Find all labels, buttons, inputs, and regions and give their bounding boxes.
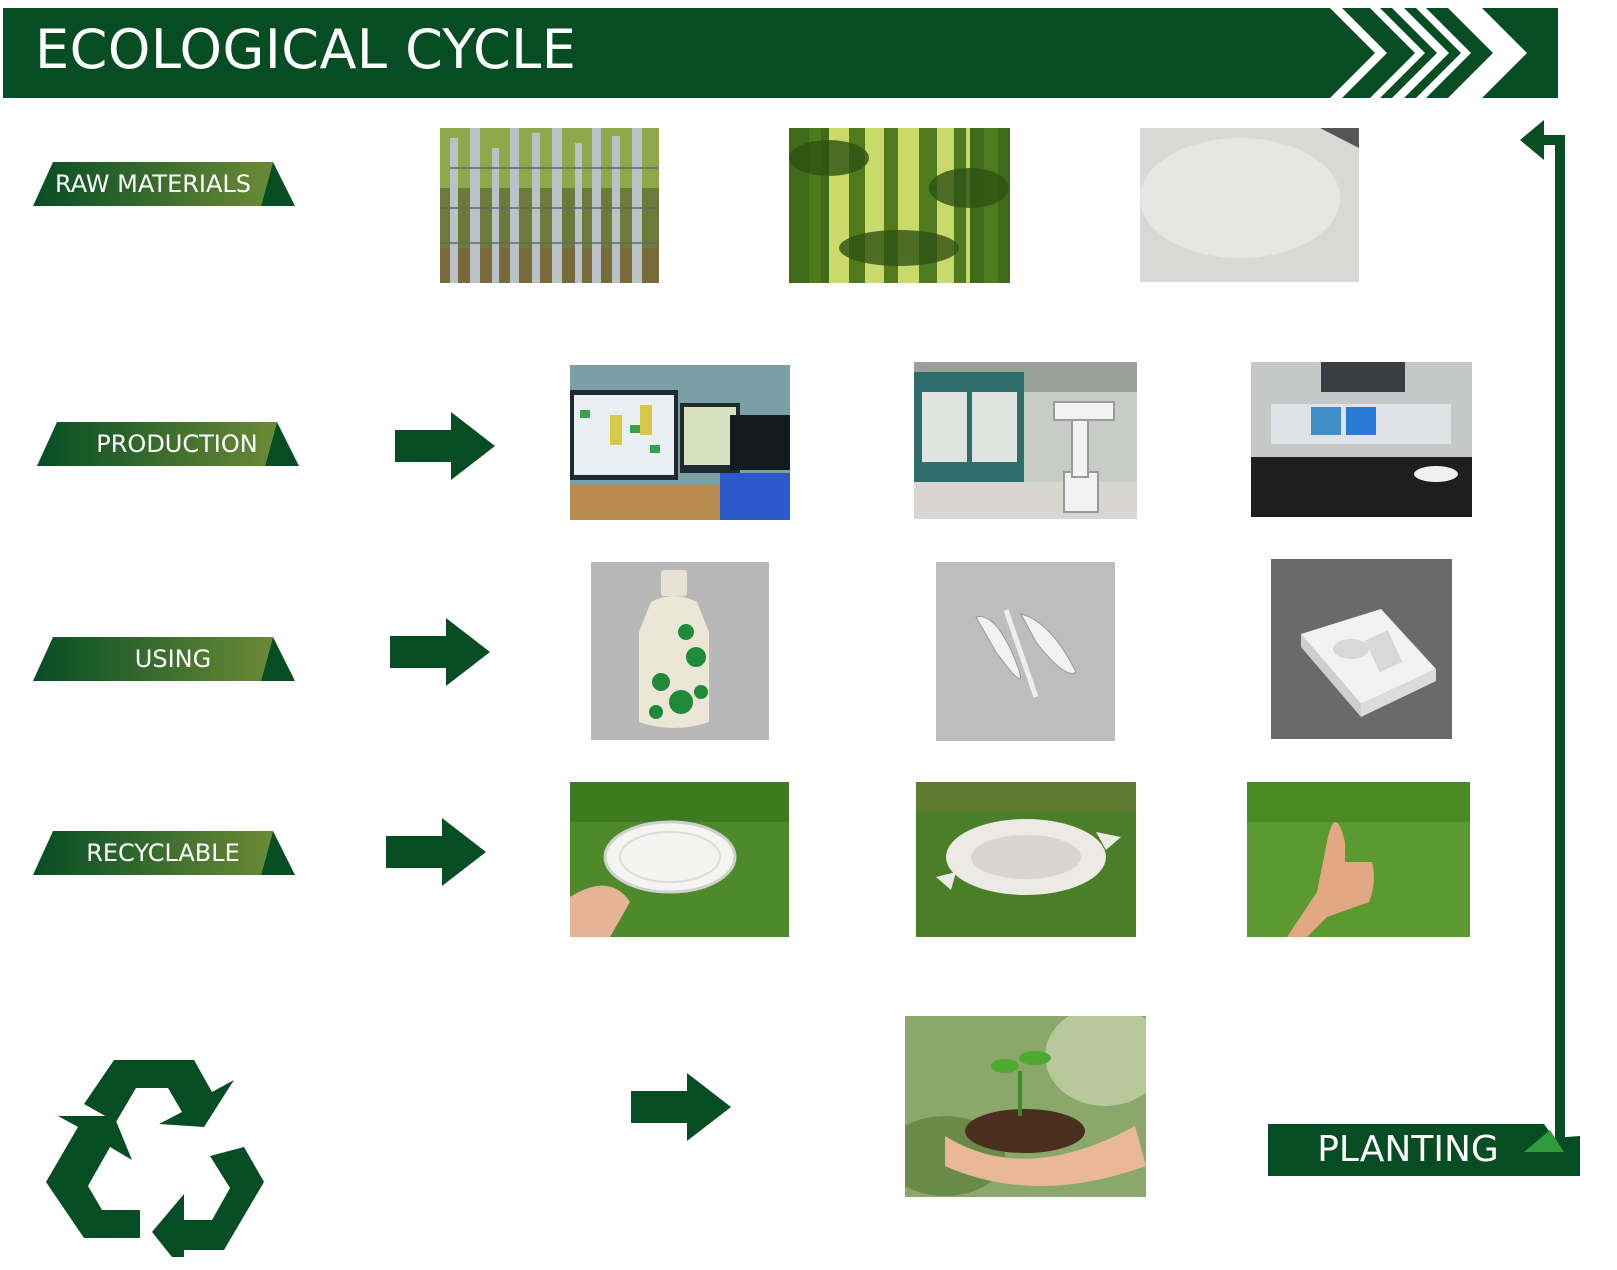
header-banner (3, 8, 1558, 98)
photo-sugarcane-stalks (440, 128, 659, 283)
photo-white-pulp-sheet (1140, 128, 1359, 282)
stage-label-recyclable: RECYCLABLE (33, 829, 303, 877)
photo-plate-on-grass (570, 782, 789, 937)
stage-label-planting: PLANTING (1268, 1124, 1580, 1176)
photo-broken-plate-on-grass (916, 782, 1136, 937)
stage-label-production: PRODUCTION (37, 420, 307, 468)
stage-label-text: RECYCLABLE (86, 839, 240, 867)
photo-bamboo-grove (789, 128, 1010, 283)
photo-leaf-cutlery (936, 562, 1115, 741)
stage-label-text: RAW MATERIALS (54, 170, 252, 198)
arrow-right-icon (631, 1073, 731, 1141)
photo-printed-bottle (591, 562, 769, 740)
planting-label-text: PLANTING (1317, 1129, 1499, 1170)
stage-label-raw-materials: RAW MATERIALS (33, 160, 303, 208)
photo-seedling-in-hands (905, 1016, 1146, 1197)
stage-label-text: USING (134, 645, 212, 673)
recycle-icon (46, 1060, 264, 1257)
photo-packaging-tray (1271, 559, 1452, 739)
return-arrow-icon (1520, 120, 1565, 1173)
arrow-right-icon (386, 818, 486, 886)
arrow-right-icon (390, 618, 490, 686)
photo-robotic-arm-line (914, 362, 1137, 519)
page-title: ECOLOGICAL CYCLE (35, 18, 577, 81)
stage-label-text: PRODUCTION (96, 430, 258, 458)
stage-label-using: USING (33, 635, 303, 683)
chevron-right-icon (1330, 8, 1527, 98)
photo-control-computer (570, 365, 790, 520)
arrow-right-icon (395, 412, 495, 480)
photo-thumbs-up-on-grass (1247, 782, 1470, 937)
photo-molding-machine (1251, 362, 1472, 517)
